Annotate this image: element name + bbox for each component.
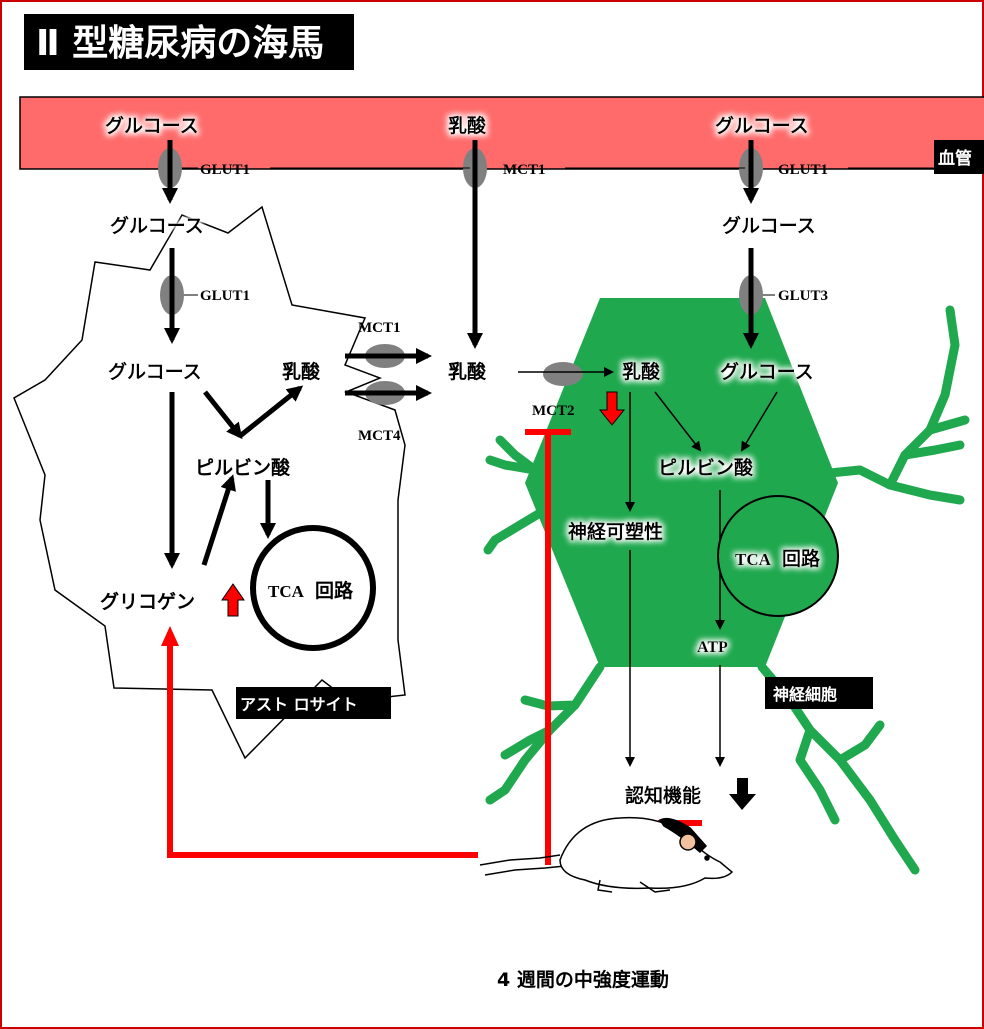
glycogen-increase-arrow-icon (221, 583, 245, 617)
vessel-label: 血管 (938, 148, 972, 169)
astrocyte-label: アスト ロサイト (240, 695, 358, 714)
vessel-transporter-mct1: MCT1 (503, 162, 546, 178)
astrocyte-glucose-lower: グルコース (108, 360, 202, 383)
vessel-transporter-glut1-right: GLUT1 (778, 162, 828, 178)
neuron-cognition: 認知機能 (625, 784, 701, 807)
neuron-pyruvate: ピルビン酸 (658, 456, 754, 479)
astrocyte-tca-prefix: TCA (268, 582, 305, 601)
astrocyte-tca-suffix: 回路 (315, 579, 354, 602)
tca-circle-neuron (717, 495, 839, 617)
red-arrowhead-glycogen (161, 626, 179, 646)
intervention-label: 4 週間の中強度運動 (497, 968, 669, 991)
neuron-lactate: 乳酸 (622, 360, 661, 383)
transporter-mct2-neuron (543, 362, 583, 386)
cognition-decrease-arrow-icon (729, 778, 756, 810)
astrocyte-lactate: 乳酸 (282, 360, 321, 383)
neuron-transporter-mct2: MCT2 (532, 403, 575, 419)
astrocyte-transporter-glut1: GLUT1 (200, 288, 250, 304)
neuron-label: 神経細胞 (773, 685, 837, 704)
transporter-mct1-label: MCT1 (358, 320, 401, 336)
neuron-transporter-glut3: GLUT3 (778, 288, 828, 304)
neuron-plasticity: 神経可塑性 (568, 520, 663, 543)
flow-arrows-thin (518, 367, 778, 767)
rat-illustration (479, 816, 734, 893)
mct2-decrease-arrow-icon (598, 391, 626, 426)
neuron-glucose-upper: グルコース (722, 214, 816, 237)
vessel-label-box (934, 140, 984, 174)
neuron-glucose-inner: グルコース (720, 360, 814, 383)
transporter-mct4-label: MCT4 (358, 428, 401, 444)
flow-arrows-thick (162, 140, 759, 569)
neuron-tca-prefix: TCA (735, 550, 772, 569)
neuron-tca-suffix: 回路 (782, 547, 821, 570)
neuron-atp: ATP (697, 639, 728, 656)
page-title: Ⅱ 型糖尿病の海馬 (36, 23, 324, 64)
blood-vessel (19, 96, 984, 170)
vessel-transporter-glut1-left: GLUT1 (200, 162, 250, 178)
vessel-glucose-right: グルコース (715, 114, 809, 137)
exercise-to-glycogen-line (167, 640, 478, 858)
astrocyte-glycogen: グリコゲン (100, 590, 195, 613)
astrocyte-pyruvate: ピルビン酸 (195, 456, 291, 479)
astrocyte-glucose-upper: グルコース (110, 214, 204, 237)
tca-circle-astrocyte (250, 525, 376, 651)
astrocyte-label-box (236, 687, 391, 719)
title-box (24, 14, 354, 70)
extracellular-lactate: 乳酸 (448, 360, 487, 383)
vessel-lactate: 乳酸 (448, 114, 487, 137)
vessel-glucose-left: グルコース (105, 114, 199, 137)
neuron-label-box (765, 677, 873, 709)
